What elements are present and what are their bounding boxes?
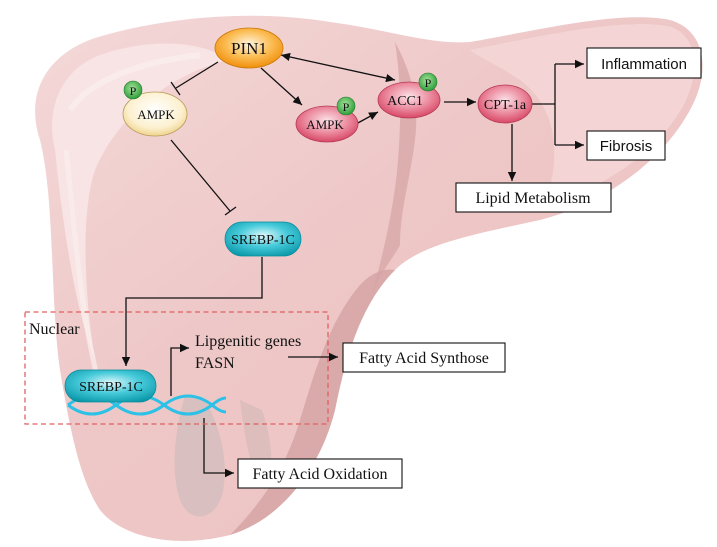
phospho-acc1: P — [418, 72, 438, 92]
srebp-translocation — [121, 257, 263, 366]
inflammation-box: Inflammation — [586, 47, 702, 79]
ampk-inhibits-srebp — [170, 139, 231, 212]
ampk-center-label: AMPK — [306, 117, 344, 132]
dna-to-oxidation — [203, 418, 234, 478]
pin1-node: PIN1 — [214, 27, 284, 69]
cpt1a-node: CPT-1a — [477, 84, 533, 124]
ampk-left-label: AMPK — [137, 107, 175, 122]
pin1-activates-ampk — [260, 67, 303, 106]
liver-streak-2 — [63, 149, 101, 381]
fatty-acid-oxidation-label: Fatty Acid Oxidation — [252, 466, 387, 483]
srebp-top-node: SREBP-1C — [224, 221, 302, 257]
fatty-acid-synthose-box: Fatty Acid Synthose — [342, 342, 506, 373]
pin1-inhibits-ampk — [175, 61, 219, 89]
pin1-acc1-interaction — [280, 52, 396, 83]
liver-highlight — [52, 43, 230, 361]
inflammation-label: Inflammation — [601, 56, 687, 73]
dna-to-lipgenic — [170, 343, 189, 396]
lipgenic-genes-label: Lipgenitic genes — [195, 333, 301, 350]
connectors — [121, 52, 584, 478]
acc1-node: ACC1 — [377, 81, 441, 119]
inhibit-bar-2 — [224, 206, 237, 216]
ampk-to-acc1 — [355, 111, 379, 125]
phospho-ampk-left: P — [123, 80, 143, 100]
phospho-label: P — [130, 84, 137, 98]
fibrosis-label: Fibrosis — [600, 138, 653, 155]
fibrosis-box: Fibrosis — [586, 130, 666, 161]
liver-streak — [67, 52, 201, 112]
ampk-left-node: AMPK — [122, 91, 188, 137]
fatty-acid-synthose-label: Fatty Acid Synthose — [359, 350, 489, 367]
ampk-center-node: AMPK — [295, 105, 359, 143]
inhibit-bar-1 — [170, 81, 181, 96]
lipid-metabolism-label: Lipid Metabolism — [475, 190, 591, 207]
phospho-label: P — [343, 100, 350, 114]
liver-shadow — [230, 269, 395, 535]
srebp-nuclear-label: SREBP-1C — [79, 380, 143, 395]
fatty-acid-oxidation-box: Fatty Acid Oxidation — [237, 458, 403, 489]
srebp-top-label: SREBP-1C — [231, 233, 295, 248]
acc1-label: ACC1 — [387, 94, 423, 109]
srebp-nuclear-node: SREBP-1C — [64, 369, 157, 403]
fasn-label: FASN — [195, 355, 235, 372]
nuclear-label: Nuclear — [29, 321, 80, 338]
lipid-metabolism-box: Lipid Metabolism — [455, 182, 612, 213]
phospho-label: P — [425, 76, 432, 90]
liver-vessel — [174, 395, 225, 517]
pin1-label: PIN1 — [231, 39, 267, 58]
phospho-ampk-center: P — [336, 96, 356, 116]
nuclear-compartment — [24, 311, 329, 425]
cpt1a-label: CPT-1a — [484, 98, 527, 113]
